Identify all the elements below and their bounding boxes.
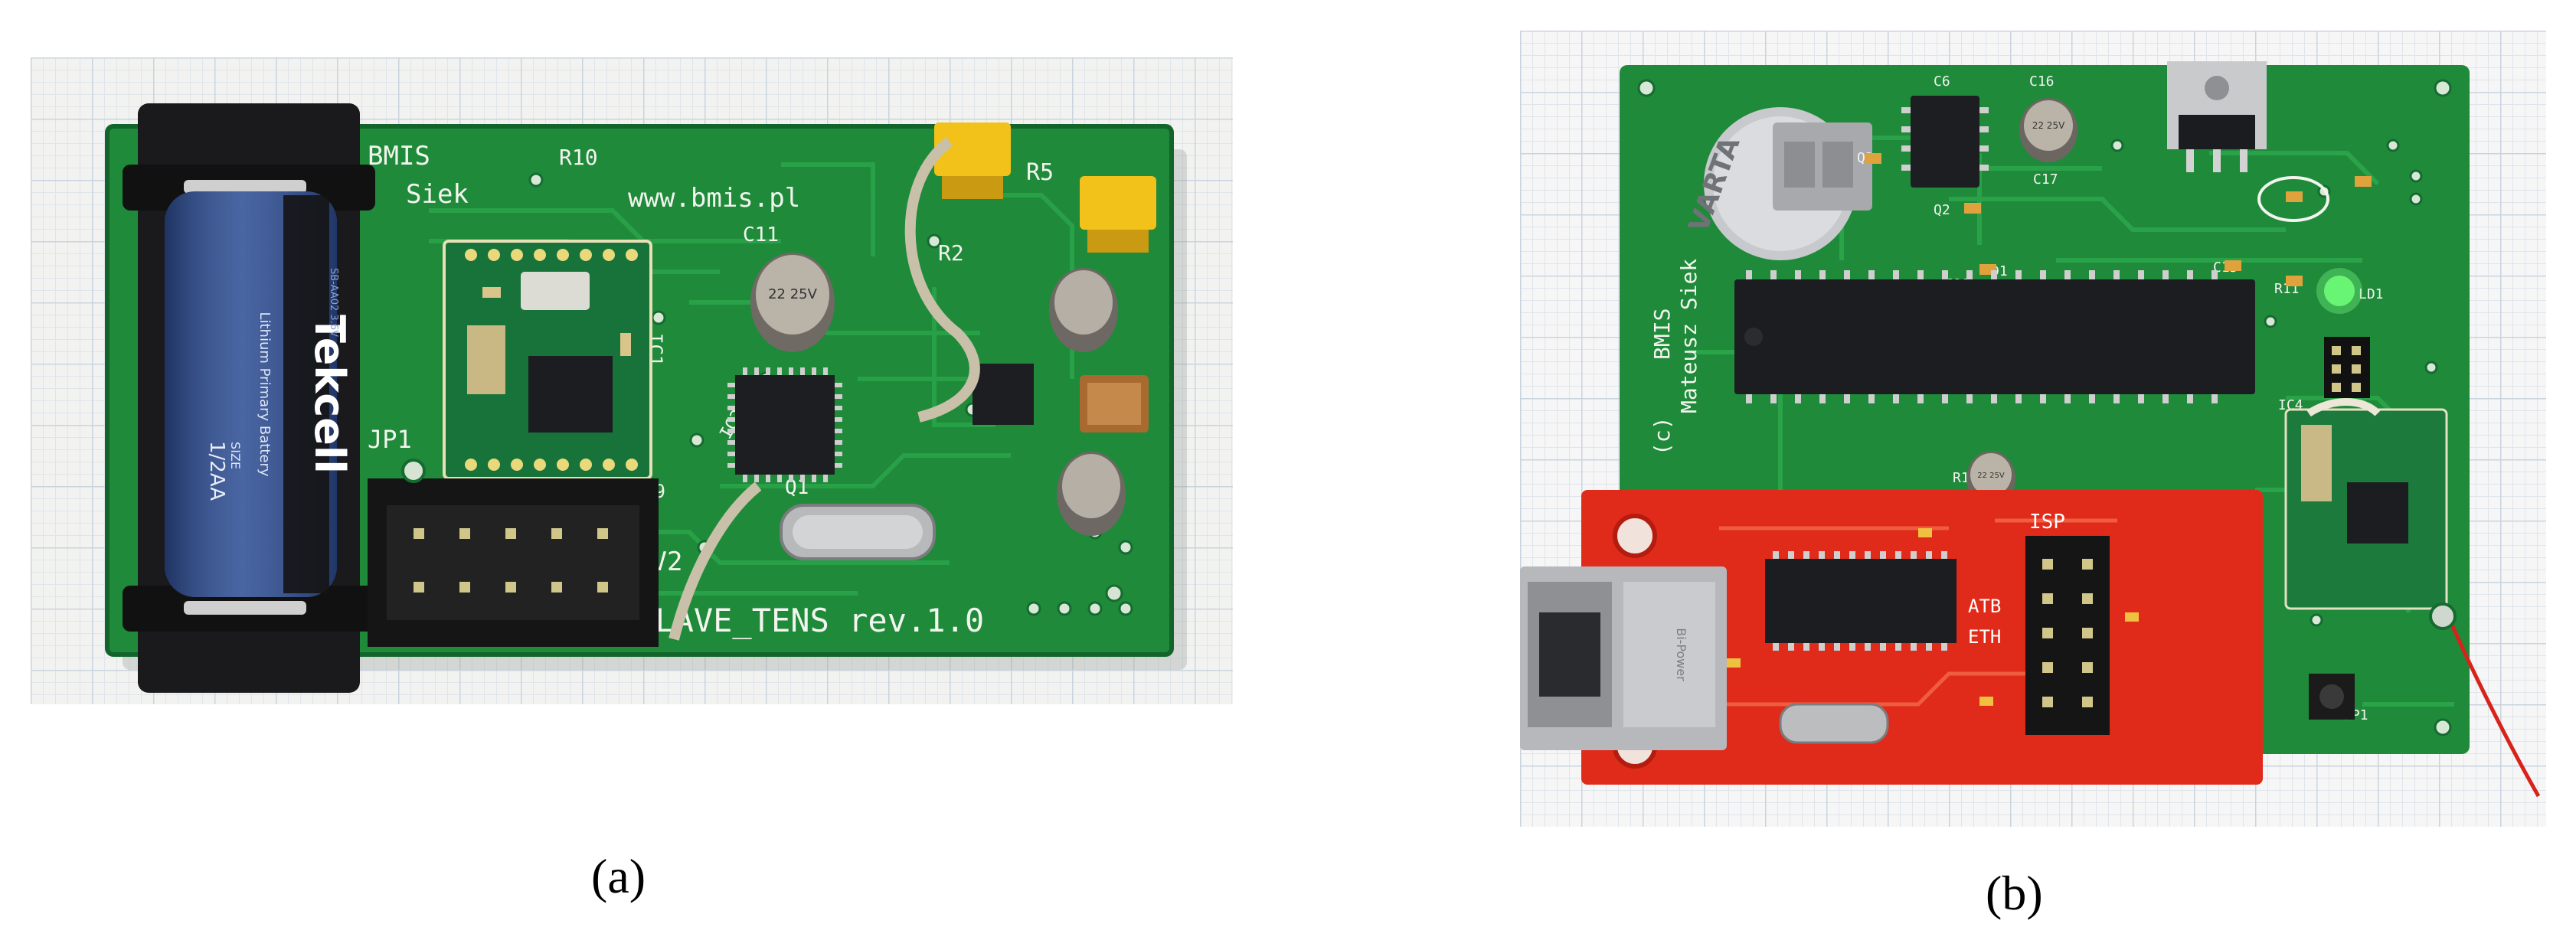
silk-author-b: Mateusz Siek [1676, 259, 1702, 413]
battery-type-label: Lithium Primary Battery [257, 312, 273, 476]
silk-q1: Q1 [785, 476, 809, 499]
soic-chip-a [973, 364, 1034, 425]
cap-r1-mark: 22 25V [1977, 472, 2005, 480]
pcb-photo-a: Tekcell Lithium Primary Battery SIZE 1/2… [105, 103, 1187, 693]
silk-c17: C17 [2033, 171, 2058, 188]
pcb-photo-b: VARTA BMIS Mateusz Siek (c) C6 C16 C17 Q… [1520, 61, 2541, 798]
cap-c17-mark: 22 25V [2032, 120, 2065, 131]
silk-atb: ATB [1968, 596, 2001, 617]
silk-c11: C11 [743, 224, 779, 246]
battery-cell-label: 1/2AA [205, 441, 228, 501]
silk-q2: Q2 [1934, 202, 1950, 218]
silk-eth: ETH [1968, 626, 2001, 648]
silk-r1: R1 [1953, 470, 1970, 486]
battery-size-label: SIZE [228, 442, 243, 469]
dip40-mcu [1734, 279, 2255, 394]
battery-spec-label: SB-AA02 3.6V [328, 268, 339, 337]
silk-copyright: (c) [1649, 416, 1675, 455]
silk-ld1: LD1 [2359, 286, 2384, 302]
battery-brand-label: Tekcell [306, 315, 354, 474]
silk-brand-b: BMIS [1649, 309, 1675, 360]
caption-a: (a) [591, 849, 646, 903]
cap-c11-mark: 22 25V [768, 286, 818, 302]
green-led [2324, 276, 2355, 306]
wire-bottom [669, 482, 762, 641]
silk-c6: C6 [1934, 73, 1950, 90]
silk-isp: ISP [2029, 511, 2065, 534]
rj45-brand: Bi-Power [1674, 628, 1688, 681]
mcu-chip-a [735, 375, 835, 475]
antenna-wire [2444, 612, 2541, 798]
caption-b: (b) [1986, 866, 2043, 920]
photo-panel-b: VARTA BMIS Mateusz Siek (c) C6 C16 C17 Q… [1520, 31, 2546, 827]
crystal-b [1779, 703, 1889, 744]
eth-controller-chip [1765, 559, 1957, 643]
silk-r10: R10 [559, 145, 598, 170]
silk-brand-a: BMIS [368, 141, 430, 171]
silk-board-title: SLAVE_TENS rev.1.0 [636, 602, 984, 639]
silk-url-a: www.bmis.pl [628, 183, 800, 214]
wire-top [904, 137, 980, 423]
photo-panel-a: Tekcell Lithium Primary Battery SIZE 1/2… [31, 57, 1233, 704]
silk-r2: R2 [938, 240, 964, 266]
dip8-chip [1911, 96, 1979, 188]
header-2x3 [2324, 337, 2370, 398]
silk-c16: C16 [2029, 73, 2055, 90]
silk-jp1-a: JP1 [368, 425, 412, 454]
silk-r5: R5 [1026, 159, 1054, 186]
jumper-top [934, 122, 1011, 176]
jumper-right [1080, 176, 1156, 230]
silk-author-a: Siek [406, 179, 469, 210]
isp-header [2025, 536, 2110, 735]
